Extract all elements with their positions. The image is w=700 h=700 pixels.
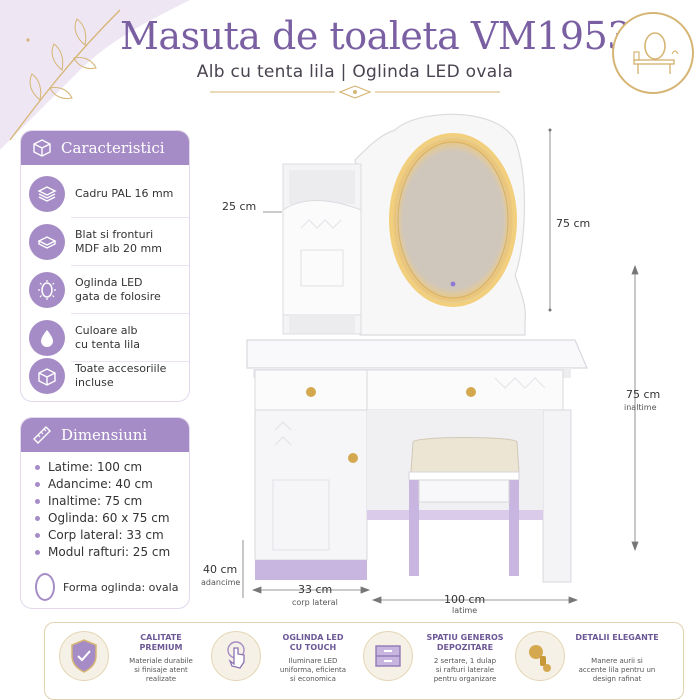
cube-icon <box>33 139 51 157</box>
box-icon <box>38 368 56 386</box>
mirror-shape-label: Forma oglinda: ovala <box>63 581 179 594</box>
dimension-item: Oglinda: 60 x 75 cm <box>35 511 170 525</box>
stool-leg <box>509 480 519 576</box>
side-body-label: 33 cm <box>298 583 333 596</box>
dimension-item: Modul rafturi: 25 cm <box>35 545 170 559</box>
layers-icon <box>37 186 57 202</box>
width-label: 100 cm <box>444 593 486 606</box>
depth-label: 40 cm <box>203 563 238 576</box>
mirror-height-label: 75 cm <box>556 217 591 230</box>
features-panel: Caracteristici Cadru PAL 16 mm Blat si f… <box>20 130 190 402</box>
dimensions-title: Dimensiuni <box>61 426 148 444</box>
feature-text: Toate accesoriile <box>75 362 167 375</box>
dimension-item: Inaltime: 75 cm <box>35 494 142 508</box>
feature-text: incluse <box>75 376 114 389</box>
feature-text: cu tenta lila <box>75 338 141 351</box>
drawer-knob <box>466 387 476 397</box>
board-icon <box>37 236 57 249</box>
height-sub-label: inaltime <box>624 403 657 412</box>
oval-shape-icon <box>35 573 55 601</box>
corner-leaf-decoration <box>0 0 190 150</box>
dimensions-panel-header: Dimensiuni <box>21 418 189 452</box>
led-ring <box>389 133 517 307</box>
title-ornament <box>210 85 500 99</box>
side-body-sub-label: corp lateral <box>292 598 338 607</box>
feature-text: gata de folosire <box>75 290 161 303</box>
stool-leg <box>409 480 419 576</box>
features-panel-header: Caracteristici <box>21 131 189 165</box>
led-mirror-icon <box>38 280 56 300</box>
center-drawer <box>366 369 564 411</box>
feature-item: Cadru PAL 16 mm <box>29 171 185 217</box>
shelf-width-label: 25 cm <box>222 200 257 213</box>
features-title: Caracteristici <box>61 139 165 157</box>
feature-text: Blat si fronturi <box>75 228 154 241</box>
logo-badge <box>612 12 694 94</box>
table-top <box>246 339 588 369</box>
vanity-logo-icon <box>633 32 679 74</box>
right-side-panel <box>542 409 572 583</box>
touch-icon <box>227 641 245 669</box>
width-sub-label: latime <box>452 606 478 615</box>
drawer-knob <box>306 387 316 397</box>
height-label: 75 cm <box>626 388 661 401</box>
drop-icon <box>41 330 53 347</box>
feature-text: Oglinda LED <box>75 276 143 289</box>
lilac-base <box>255 560 367 580</box>
knob-icon <box>529 645 551 672</box>
touch-sensor-icon <box>450 281 456 287</box>
left-cabinet-door <box>254 409 368 561</box>
page-title: Masuta de toaleta VM1953 <box>120 14 631 58</box>
depth-sub-label: adancime <box>201 578 241 587</box>
drawer-icon <box>375 645 401 667</box>
shield-check-icon <box>71 639 97 673</box>
vanity-table-illustration <box>242 113 639 604</box>
dimensions-panel: Dimensiuni Latime: 100 cm Adancime: 40 c… <box>20 417 190 609</box>
dimension-item: Corp lateral: 33 cm <box>35 528 164 542</box>
page-subtitle: Alb cu tenta lila | Oglinda LED ovala <box>196 62 514 82</box>
stool-cushion <box>410 437 520 477</box>
dimension-item: Latime: 100 cm <box>35 460 142 474</box>
dimension-item: Adancime: 40 cm <box>35 477 153 491</box>
cabinet-knob <box>348 453 358 463</box>
feature-text: Culoare alb <box>75 324 138 337</box>
feature-text: Cadru PAL 16 mm <box>75 187 174 200</box>
ruler-icon <box>33 426 51 444</box>
feature-text: MDF alb 20 mm <box>75 242 162 255</box>
